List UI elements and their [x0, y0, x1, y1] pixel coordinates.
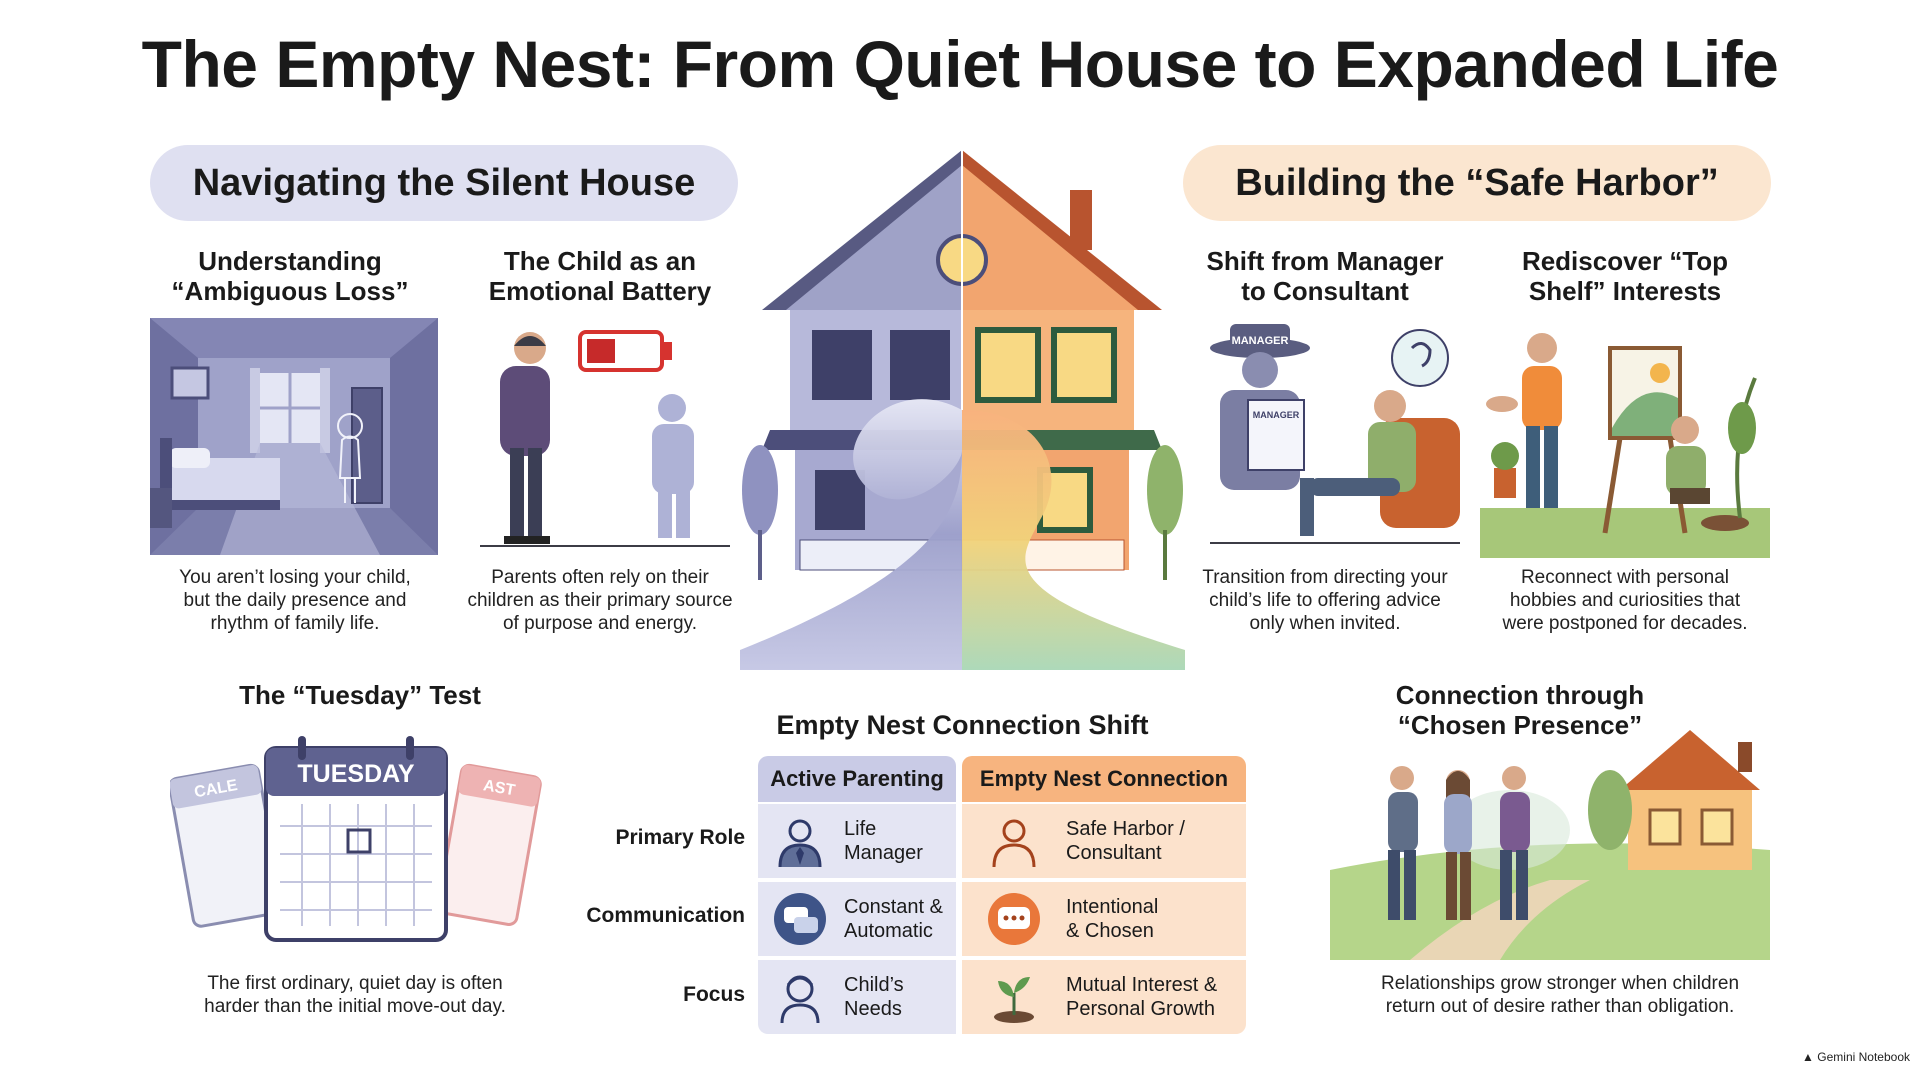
footer-credit: ▲ Gemini Notebook: [1802, 1050, 1910, 1064]
right-section-title: Building the “Safe Harbor”: [1183, 145, 1771, 221]
heading-line: Shift from Manager: [1206, 246, 1444, 276]
manager-person-icon: [778, 819, 822, 868]
heading-line: Connection through: [1395, 680, 1645, 710]
page-title: The Empty Nest: From Quiet House to Expa…: [141, 27, 1779, 101]
emotional-battery-description: Parents often rely on their children as …: [455, 566, 745, 635]
tuesday-test-heading: The “Tuesday” Test: [239, 680, 481, 710]
heading-line: Emotional Battery: [488, 276, 712, 306]
ambiguous-loss-description: You aren’t losing your child, but the da…: [150, 566, 440, 635]
cell-line: & Chosen: [1066, 920, 1154, 942]
chat-bubble-dots-icon: [988, 893, 1040, 945]
heading-line: The Child as an: [503, 246, 697, 276]
cell-text: Child’s Needs: [844, 973, 904, 1021]
cell-line: Life: [844, 818, 877, 840]
tuesday-calendar-illustration: CALE AST TUESDAY: [170, 736, 542, 942]
chosen-presence-heading: Connection through “Chosen Presence”: [1370, 680, 1670, 740]
heading-line: “Chosen Presence”: [1397, 710, 1643, 740]
manager-consultant-illustration: MANAGER MANAGER: [1210, 324, 1460, 544]
cell-line: Automatic: [844, 920, 933, 942]
heading-line: Understanding: [198, 246, 382, 276]
cell-text: Safe Harbor / Consultant: [1066, 817, 1185, 865]
heading-line: “Ambiguous Loss”: [171, 276, 409, 306]
heading-line: to Consultant: [1241, 276, 1409, 306]
desc-line: hobbies and curiosities that: [1509, 590, 1741, 611]
table-cell: Constant & Automatic: [758, 882, 956, 956]
cell-line: Child’s: [844, 974, 904, 996]
column-header-empty-nest-connection: Empty Nest Connection: [962, 756, 1246, 802]
desc-line: Transition from directing your: [1202, 567, 1448, 588]
column-header-active-parenting: Active Parenting: [758, 756, 956, 802]
ambiguous-loss-heading: Understanding “Ambiguous Loss”: [140, 246, 440, 306]
heading-line: Shelf” Interests: [1528, 276, 1722, 306]
desc-line: Relationships grow stronger when childre…: [1380, 973, 1740, 994]
table-cell: Safe Harbor / Consultant: [962, 804, 1246, 878]
desc-line: return out of desire rather than obligat…: [1385, 996, 1735, 1017]
desc-line: harder than the initial move-out day.: [204, 996, 506, 1017]
cell-line: Consultant: [1066, 842, 1162, 864]
split-house-illustration: [740, 150, 1185, 670]
child-face-icon: [780, 975, 820, 1024]
desc-line: Parents often rely on their: [491, 567, 709, 588]
hobbies-illustration: [1480, 333, 1770, 558]
person-outline-icon: [992, 819, 1036, 868]
desc-line: The first ordinary, quiet day is often: [207, 973, 503, 994]
row-label-communication: Communication: [586, 904, 745, 927]
tuesday-test-description: The first ordinary, quiet day is often h…: [150, 972, 560, 1018]
hat-label: MANAGER: [1232, 335, 1289, 347]
footer-text: Gemini Notebook: [1817, 1050, 1910, 1064]
emotional-battery-illustration: [480, 330, 730, 547]
cell-text: Mutual Interest & Personal Growth: [1066, 973, 1217, 1021]
desc-line: were postponed for decades.: [1502, 613, 1748, 634]
clipboard-label: MANAGER: [1253, 410, 1300, 420]
row-label-primary-role: Primary Role: [615, 826, 745, 849]
chosen-presence-description: Relationships grow stronger when childre…: [1360, 972, 1760, 1018]
cell-line: Manager: [844, 842, 923, 864]
family-walk-illustration: [1330, 730, 1770, 960]
gemini-logo-icon: ▲: [1802, 1050, 1814, 1064]
desc-line: rhythm of family life.: [210, 613, 380, 634]
cell-line: Constant &: [844, 896, 943, 918]
cell-line: Personal Growth: [1066, 998, 1215, 1020]
cell-text: Constant & Automatic: [844, 895, 943, 943]
cell-line: Needs: [844, 998, 902, 1020]
chat-bubbles-icon: [774, 893, 826, 945]
empty-bedroom-illustration: [150, 318, 438, 555]
cell-line: Intentional: [1066, 896, 1159, 918]
cell-line: Safe Harbor /: [1066, 818, 1185, 840]
calendar-side-label: AST: [482, 777, 517, 799]
desc-line: You aren’t losing your child,: [179, 567, 411, 588]
desc-line: Reconnect with personal: [1520, 567, 1730, 588]
heading-line: Rediscover “Top: [1521, 246, 1729, 276]
sprout-icon: [994, 977, 1034, 1023]
cell-line: Mutual Interest &: [1066, 974, 1218, 996]
row-label-focus: Focus: [683, 983, 745, 1006]
desc-line: only when invited.: [1249, 613, 1401, 634]
manager-consultant-description: Transition from directing your child’s l…: [1180, 566, 1470, 635]
table-cell: Intentional & Chosen: [962, 882, 1246, 956]
table-title: Empty Nest Connection Shift: [776, 710, 1149, 740]
manager-consultant-heading: Shift from Manager to Consultant: [1180, 246, 1470, 306]
emotional-battery-heading: The Child as an Emotional Battery: [450, 246, 750, 306]
desc-line: children as their primary source: [467, 590, 733, 611]
desc-line: but the daily presence and: [183, 590, 407, 611]
cell-text: Life Manager: [844, 817, 923, 865]
desc-line: child’s life to offering advice: [1209, 590, 1441, 611]
table-cell: Child’s Needs: [758, 960, 956, 1034]
table-cell: Mutual Interest & Personal Growth: [962, 960, 1246, 1034]
calendar-day-label: TUESDAY: [297, 760, 414, 788]
top-shelf-description: Reconnect with personal hobbies and curi…: [1480, 566, 1770, 635]
table-cell: Life Manager: [758, 804, 956, 878]
desc-line: of purpose and energy.: [502, 613, 697, 634]
left-section-title: Navigating the Silent House: [150, 145, 738, 221]
cell-text: Intentional & Chosen: [1066, 895, 1158, 943]
top-shelf-heading: Rediscover “Top Shelf” Interests: [1480, 246, 1770, 306]
